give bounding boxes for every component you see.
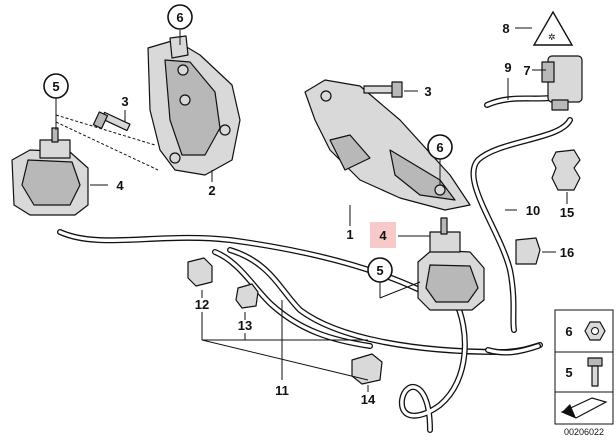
clip-13 <box>235 283 259 309</box>
callout-13: 13 <box>238 318 252 333</box>
warning-label: ✲ <box>532 10 574 46</box>
bolt-left <box>92 111 131 132</box>
bolt-top <box>363 81 403 98</box>
callout-15: 15 <box>560 205 574 220</box>
callout-8: 8 <box>502 21 509 36</box>
legend-arrow-cell <box>554 391 614 425</box>
engine-support-arm <box>304 79 471 211</box>
legend-bolt-number: 5 <box>565 365 572 380</box>
callout-3-left: 3 <box>121 94 128 109</box>
svg-text:✲: ✲ <box>548 32 556 42</box>
callout-2: 2 <box>208 183 215 198</box>
nut-icon <box>584 321 606 341</box>
vacuum-valve <box>541 55 583 111</box>
callout-12: 12 <box>195 297 209 312</box>
callout-6-right-circle <box>427 134 453 160</box>
callout-16: 16 <box>560 245 574 260</box>
clip-15 <box>551 149 581 191</box>
callout-4-right: 4 <box>379 228 387 243</box>
callout-1: 1 <box>346 227 353 242</box>
leader-lines <box>55 27 568 392</box>
legend-bolt-cell <box>554 351 614 393</box>
highlight-box <box>370 222 396 248</box>
callout-5-right: 5 <box>376 263 383 278</box>
callout-11: 11 <box>275 383 289 398</box>
diagram-number: 00206022 <box>564 427 604 437</box>
fastener-legend: 6 5 00206022 <box>554 309 614 437</box>
callout-6-right: 6 <box>436 140 443 155</box>
callout-14: 14 <box>361 392 376 407</box>
bolt-icon <box>587 357 603 387</box>
callout-6-top-circle <box>167 4 193 30</box>
vacuum-hose-lines <box>57 95 573 433</box>
engine-mount-left <box>11 127 89 216</box>
callout-5-right-circle <box>367 257 393 283</box>
callout-5-left-circle <box>43 73 69 99</box>
arrow-icon <box>560 397 608 419</box>
callout-9: 9 <box>504 60 511 75</box>
callouts: 6 5 6 5 4 3 4 2 3 1 8 7 9 10 15 16 12 13… <box>43 4 574 407</box>
callout-4-left: 4 <box>116 178 124 193</box>
callout-7: 7 <box>523 63 530 78</box>
engine-bracket <box>147 35 241 176</box>
clip-12 <box>187 257 213 287</box>
callout-3-top: 3 <box>424 84 431 99</box>
callout-5-left: 5 <box>52 79 59 94</box>
engine-mount-right <box>417 217 485 311</box>
clip-16 <box>515 237 541 265</box>
callout-6-top: 6 <box>176 10 183 25</box>
callout-10: 10 <box>526 203 540 218</box>
legend-nut-number: 6 <box>565 324 572 339</box>
